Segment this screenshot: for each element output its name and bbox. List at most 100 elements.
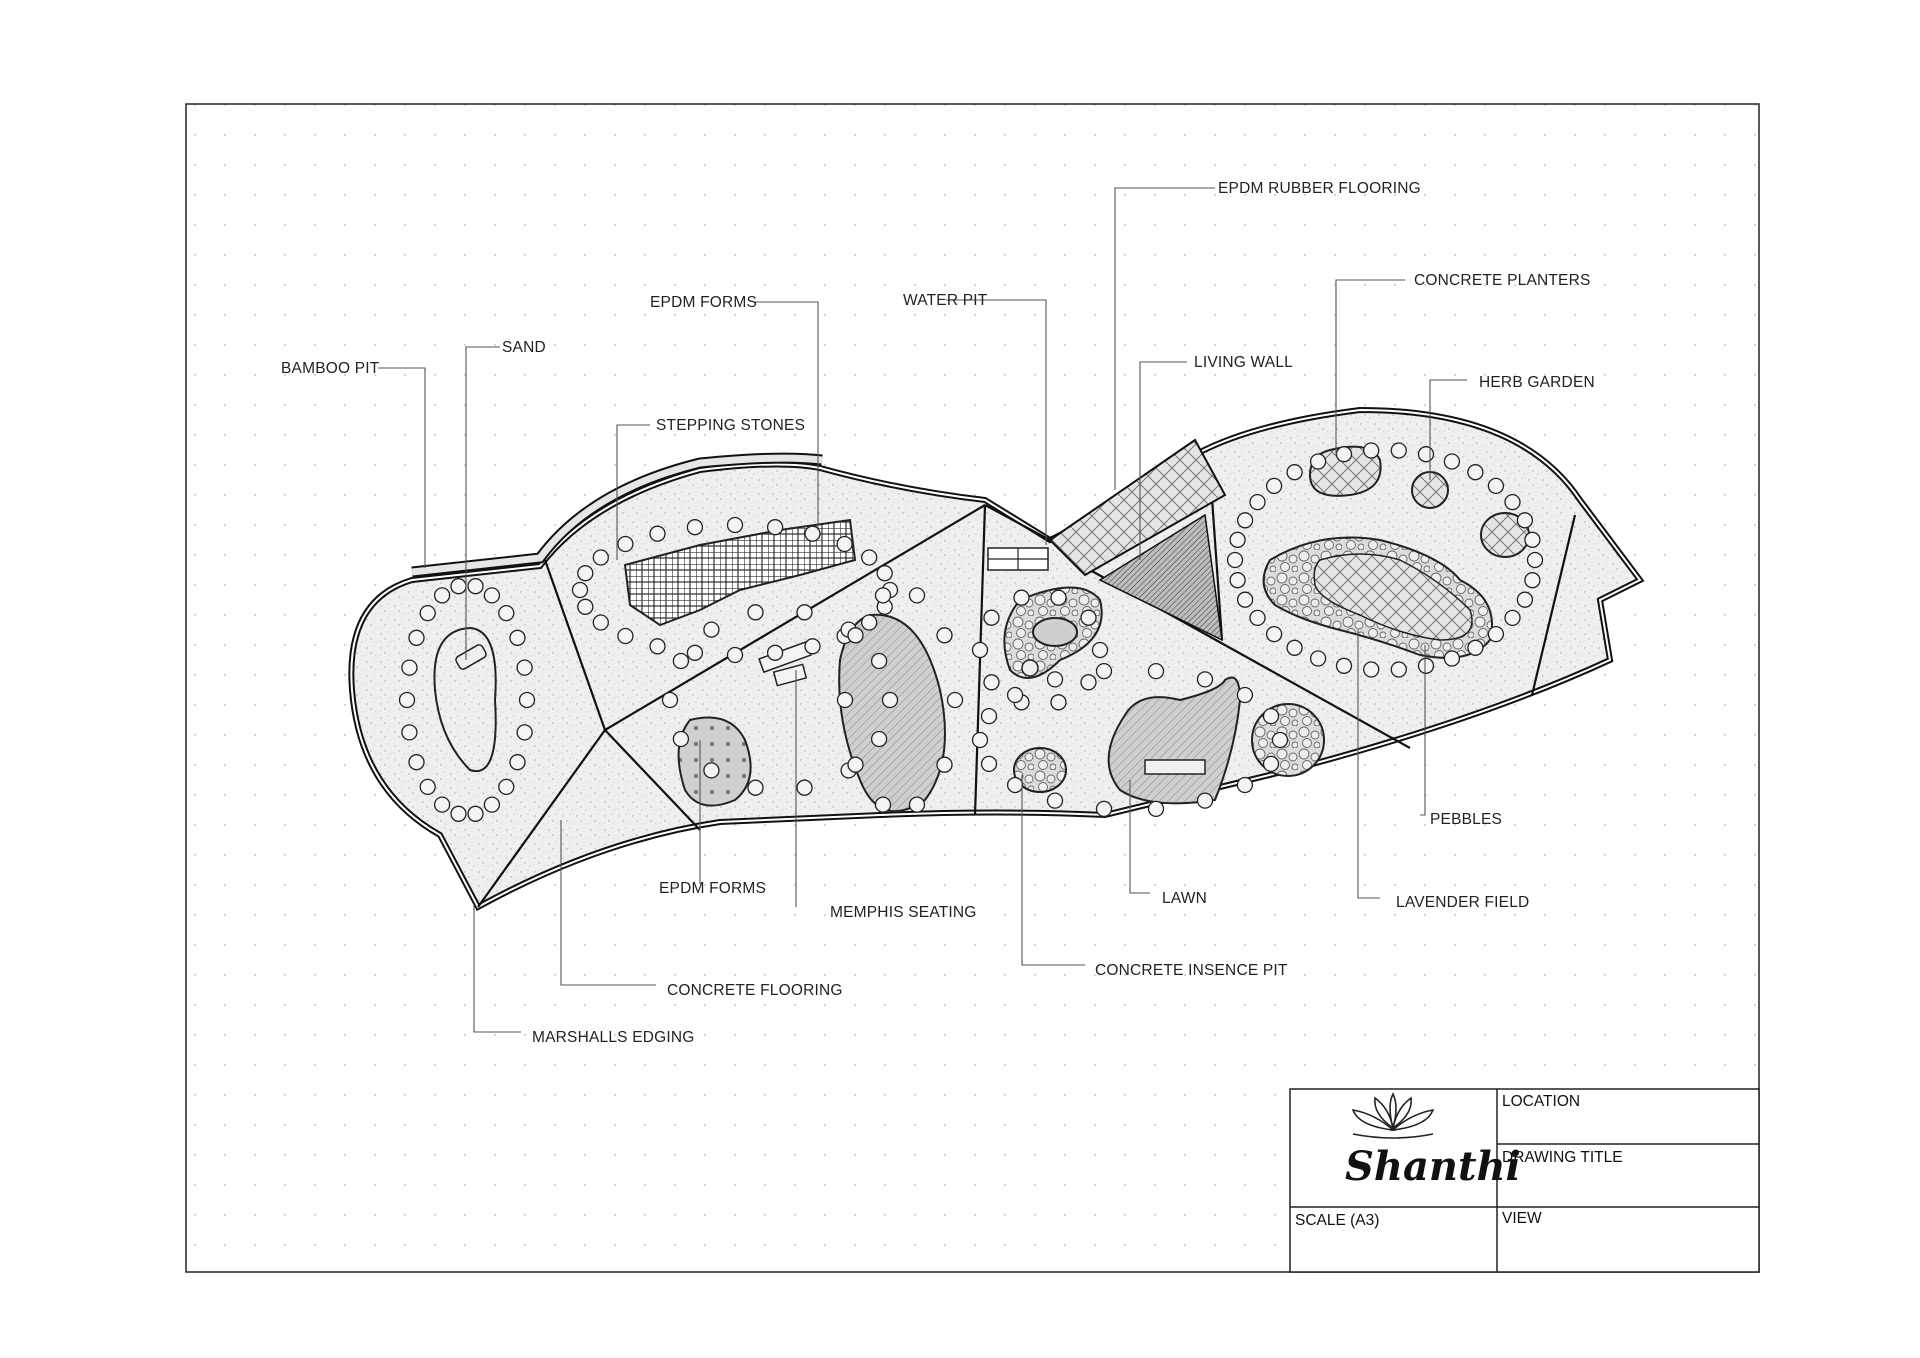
logo-wordmark: Shanthi (1345, 1143, 1521, 1190)
stepping-dot (1046, 671, 1064, 688)
stepping-dot (419, 778, 436, 796)
stepping-dot (983, 609, 1000, 626)
stepping-dot (1236, 776, 1254, 794)
ring-dots (398, 442, 1544, 822)
stepping-dot (1229, 531, 1246, 548)
stepping-dot (1196, 792, 1214, 809)
stepping-dot (1236, 686, 1254, 704)
stepping-dot (509, 754, 526, 771)
stepping-dot (1006, 686, 1024, 704)
stepping-dot (766, 519, 784, 536)
stepping-dot (1390, 442, 1407, 459)
stepping-dot (1226, 551, 1244, 569)
stepping-dot (649, 638, 666, 655)
stepping-dot (983, 674, 1000, 691)
stepping-dot (672, 730, 690, 748)
stepping-dot (408, 754, 425, 771)
sand-pit (433, 626, 497, 773)
stepping-dot (1147, 800, 1165, 818)
stepping-dot (1229, 572, 1246, 589)
stepping-dot (971, 641, 989, 659)
view-field: VIEW (1502, 1210, 1542, 1227)
stepping-dot (1443, 650, 1461, 667)
stepping-dot (661, 691, 679, 709)
stepping-dot (1286, 464, 1303, 481)
stepping-dot (703, 621, 720, 638)
stepping-dot (1236, 591, 1254, 608)
lawn-left (838, 613, 946, 813)
site-plan (348, 406, 1645, 912)
label-memphis-seating: MEMPHIS SEATING (830, 904, 977, 921)
stepping-dot (861, 549, 878, 566)
label-concrete-planters: CONCRETE PLANTERS (1414, 272, 1591, 289)
stepping-dot (1286, 639, 1303, 656)
stepping-stones (623, 518, 857, 627)
title-block: Shanthi LOCATION DRAWING TITLE SCALE (A3… (1289, 1088, 1760, 1273)
scale-field: SCALE (A3) (1295, 1212, 1379, 1229)
label-concrete-insence-pit: CONCRETE INSENCE PIT (1095, 962, 1288, 979)
stepping-dot (971, 731, 989, 749)
stepping-dot (870, 652, 888, 670)
stepping-dot (1417, 657, 1435, 674)
stepping-dot (1262, 707, 1280, 725)
stepping-dot (1196, 671, 1214, 688)
label-marshalls-edging: MARSHALLS EDGING (532, 1029, 695, 1046)
stepping-dot (1050, 589, 1067, 606)
stepping-dot (1487, 625, 1505, 643)
label-herb-garden: HERB GARDEN (1479, 374, 1595, 391)
stepping-dot (836, 691, 854, 709)
location-field: LOCATION (1502, 1093, 1580, 1110)
lotus-logo-icon (1351, 1092, 1435, 1139)
label-pebbles: PEBBLES (1430, 811, 1502, 828)
stepping-dot (1013, 589, 1030, 606)
stepping-dot (1363, 442, 1380, 459)
stepping-dot (401, 724, 418, 741)
stepping-dot (571, 581, 589, 599)
stepping-dot (686, 519, 704, 536)
stepping-dot (1046, 792, 1064, 809)
stepping-dot (398, 691, 416, 709)
stepping-dot (450, 578, 467, 595)
stepping-dot (1524, 572, 1541, 589)
stepping-dot (433, 796, 451, 813)
stepping-dot (577, 598, 594, 615)
stepping-dot (592, 614, 609, 631)
label-water-pit: WATER PIT (903, 292, 988, 309)
stepping-dot (1516, 591, 1534, 608)
stepping-dot (686, 644, 704, 661)
stepping-dot (1265, 625, 1283, 643)
stepping-dot (1095, 800, 1113, 818)
stepping-dot (1147, 662, 1165, 680)
stepping-dot (980, 755, 998, 773)
label-stepping-stones: STEPPING STONES (656, 417, 805, 434)
stepping-dot (1236, 512, 1254, 529)
stepping-dot (1271, 731, 1289, 749)
stepping-dot (516, 724, 533, 741)
living-wall (1098, 513, 1223, 642)
label-lavender-field: LAVENDER FIELD (1396, 894, 1529, 911)
stepping-dot (516, 659, 533, 676)
labels: BAMBOO PIT SAND EPDM FORMS STEPPING STON… (281, 180, 1595, 1046)
stepping-dot (1363, 661, 1380, 678)
stepping-dot (1487, 477, 1505, 495)
stepping-dot (649, 525, 666, 542)
stepping-dot (1467, 639, 1484, 656)
stepping-dot (672, 652, 690, 670)
stepping-dot (726, 516, 744, 534)
stepping-dot (617, 627, 634, 645)
label-sand: SAND (502, 339, 546, 356)
stepping-dot (1443, 453, 1461, 470)
stepping-dot (804, 525, 821, 542)
lawn-right (1107, 676, 1242, 805)
stepping-dot (401, 659, 418, 676)
label-bamboo-pit: BAMBOO PIT (281, 360, 380, 377)
stepping-dot (861, 614, 878, 631)
stepping-dot (408, 629, 425, 646)
label-lawn: LAWN (1162, 890, 1207, 907)
stepping-dot (1265, 477, 1283, 495)
epdm-rubber-flooring (1048, 438, 1227, 577)
stepping-dot (498, 604, 515, 622)
stepping-dot (1050, 694, 1067, 711)
stepping-dot (726, 646, 744, 664)
